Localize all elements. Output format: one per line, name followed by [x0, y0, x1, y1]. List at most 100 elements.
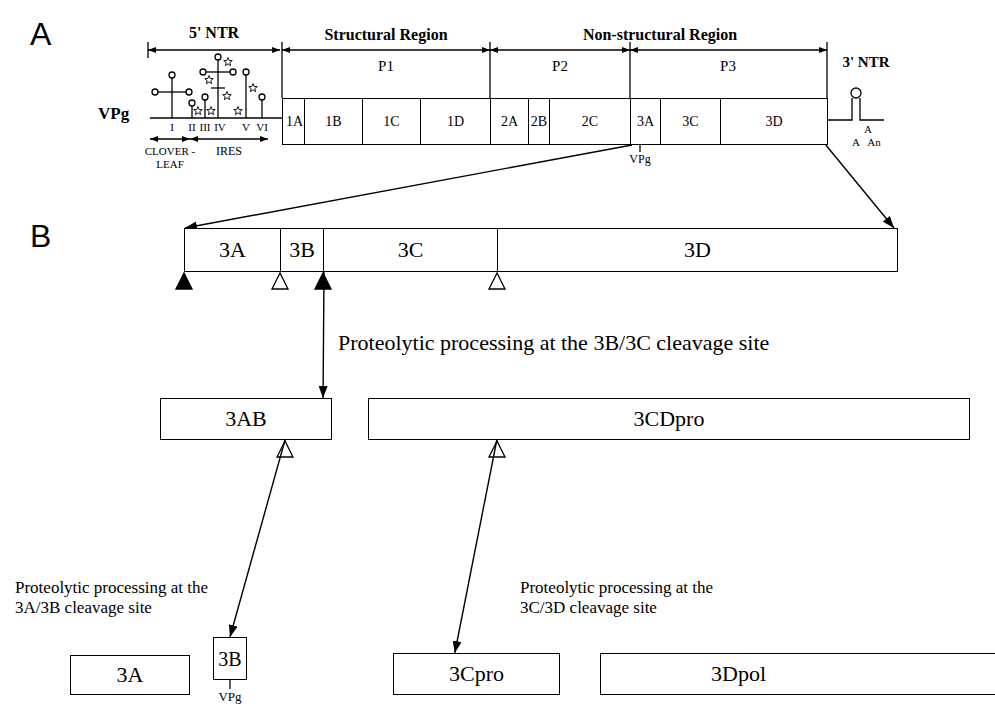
bracket-tick — [147, 42, 148, 58]
diagram-label: IV — [214, 121, 226, 134]
diagram-label: 5' NTR — [189, 24, 239, 42]
bracket-tick — [629, 42, 630, 98]
star-mark — [224, 58, 233, 66]
processing-arrow — [826, 145, 894, 228]
rna-loop — [186, 89, 192, 95]
protein-label: 1B — [325, 114, 341, 129]
cleavage-triangle — [489, 441, 505, 457]
cleavage-triangle — [489, 273, 505, 289]
cleavage-triangle — [315, 273, 331, 289]
diagram-label: P1 — [378, 58, 394, 75]
rna-stem — [158, 91, 186, 92]
processing-arrow — [455, 440, 497, 653]
protein-label: 3A — [637, 114, 654, 129]
span-bracket — [150, 138, 190, 139]
rna-stem — [191, 106, 192, 118]
star-mark — [194, 107, 203, 115]
processing-arrow — [185, 145, 632, 228]
star-mark — [223, 92, 232, 100]
rna-loop — [851, 88, 861, 98]
protein-box: 3C — [323, 228, 498, 272]
protein-label: 3A — [117, 663, 144, 687]
protein-box: 3CDpro — [368, 398, 970, 440]
rna-stem — [261, 100, 262, 118]
processing-arrow — [322, 272, 324, 398]
protein-box: 3C — [660, 98, 721, 145]
rna-stem — [211, 87, 225, 88]
span-bracket — [190, 138, 268, 139]
diagram-label: Non-structural Region — [583, 26, 737, 44]
protein-box: 2B — [528, 98, 550, 145]
diagram-label: P2 — [552, 58, 568, 75]
span-bracket — [490, 49, 630, 50]
vpg-tick — [639, 145, 640, 152]
protein-box: 3AB — [160, 398, 332, 440]
rna-stem — [171, 78, 172, 118]
rna-loop — [230, 69, 236, 75]
rna-stem — [204, 100, 205, 118]
rna-loop — [202, 94, 208, 100]
cleavage-triangle — [272, 273, 288, 289]
rna-stem — [245, 75, 246, 118]
diagram-label: A — [864, 123, 872, 136]
diagram-label: P3 — [720, 58, 736, 75]
protein-label: 3CDpro — [634, 407, 705, 431]
protein-label: 3AB — [225, 407, 267, 431]
rna-loop — [200, 69, 206, 75]
star-mark — [207, 107, 216, 115]
protein-box: 3A — [630, 98, 661, 145]
diagram-label: CLOVER -LEAF — [141, 145, 199, 170]
rna-loop — [215, 54, 221, 60]
rna-loop — [243, 69, 249, 75]
star-mark — [205, 76, 214, 84]
protein-label: 3A — [219, 238, 246, 262]
bracket-tick — [489, 42, 490, 98]
cleavage-triangle — [277, 441, 293, 457]
diagram-label: Structural Region — [324, 26, 447, 44]
protein-label: 1A — [286, 114, 303, 129]
protein-label: 2B — [531, 114, 547, 129]
protein-label: 3C — [398, 238, 424, 262]
diagram-label: B — [30, 218, 51, 255]
protein-label: 3Cpro — [449, 662, 504, 686]
diagram-label: VPg — [629, 153, 650, 167]
rna-loop — [169, 72, 175, 78]
protein-box: 1B — [304, 98, 363, 145]
span-bracket — [630, 49, 827, 50]
rna-stem — [217, 60, 218, 118]
protein-label: 1D — [447, 114, 464, 129]
protein-box: 3B — [213, 637, 247, 680]
diagram-label: VPg — [98, 104, 129, 124]
rna-loop — [189, 100, 195, 106]
protein-label: 2A — [501, 114, 518, 129]
processing-arrow — [230, 440, 285, 637]
protein-box: 3D — [720, 98, 828, 145]
protein-box: 1C — [362, 98, 421, 145]
protein-box: 3Dpol — [600, 653, 995, 695]
protein-label: 3Dpol — [711, 662, 766, 686]
span-bracket — [148, 49, 280, 50]
diagram-label: VPg — [218, 690, 241, 705]
protein-label: 2C — [582, 114, 598, 129]
diagram-label: I — [170, 121, 174, 134]
diagram-label: 3' NTR — [842, 54, 889, 71]
diagram-label: IRES — [216, 145, 242, 159]
protein-label: 3C — [682, 114, 698, 129]
protein-label: 3D — [765, 114, 782, 129]
rna-loop — [152, 89, 158, 95]
process-note: Proteolytic processing at the 3A/3B clea… — [15, 578, 240, 617]
cleavage-triangle — [176, 273, 192, 289]
diagram-label: An — [867, 136, 880, 149]
bracket-tick — [826, 42, 827, 98]
protein-box: 3D — [497, 228, 898, 272]
protein-box: 1D — [420, 98, 491, 145]
rna-stem — [206, 71, 230, 72]
vpg-tick — [229, 680, 230, 689]
protein-box: 2A — [490, 98, 529, 145]
diagram-label: V — [242, 121, 250, 134]
span-bracket — [282, 49, 490, 50]
protein-label: 3B — [218, 648, 241, 670]
diagram-label: II — [188, 121, 195, 134]
protein-box: 3B — [280, 228, 324, 272]
diagram-label: A — [30, 16, 51, 53]
